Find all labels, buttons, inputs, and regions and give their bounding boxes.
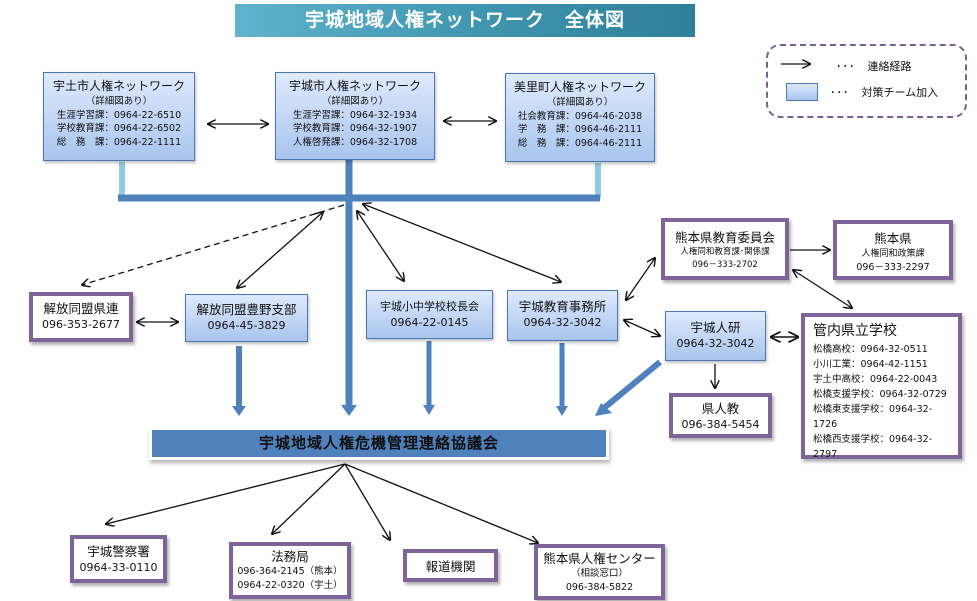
org-box-kenjinkyo[interactable]: 県人教 096-384-5454 (669, 393, 772, 438)
org-name: 管内県立学校 (813, 323, 897, 339)
network-contact: 総 務 課：0964-46-2111 (517, 137, 643, 149)
school-contact: 松橋東支援学校：0964-32- (813, 404, 933, 415)
school-contact: 宇土中高校：0964-22-0043 (813, 374, 938, 385)
arrow-eduoffice-board (626, 258, 655, 300)
arrow-council-legal (272, 463, 346, 534)
network-name: 美里町人権ネットワーク (513, 80, 646, 94)
legend: ･･･ 連絡経路 ･･･ 対策チーム加入 (766, 44, 967, 118)
org-phone: 0964-45-3829 (207, 319, 286, 332)
org-box-kaiho-kenren[interactable]: 解放同盟県連 096-353-2677 (29, 292, 133, 342)
school-contact: 松橋高校：0964-32-0511 (813, 344, 928, 355)
org-box-pref[interactable]: 熊本県 人権同和政策課 096－333-2297 (833, 220, 953, 280)
org-box-pref-board[interactable]: 熊本県教育委員会 人権同和教育課･関係課 096－333-2702 (661, 218, 789, 280)
org-box-pref-schools[interactable]: 管内県立学校 松橋高校：0964-32-0511 小川工業：0964-42-11… (801, 313, 962, 460)
network-box-ujo[interactable]: 宇城市人権ネットワーク （詳細図あり） 生涯学習課：0964-32-1934 学… (275, 72, 435, 160)
network-name: 宇土市人権ネットワーク (52, 79, 185, 93)
legend-dots: ･･･ (836, 60, 856, 73)
org-phone: 0964-32-3042 (676, 337, 755, 350)
network-contact: 社会教育課：0964-46-2038 (517, 110, 643, 122)
org-phone: 0964-22-0145 (390, 316, 469, 329)
legend-box-swatch-icon (786, 83, 818, 101)
arrow-council-center (344, 463, 538, 543)
network-note: （詳細図あり） (321, 96, 389, 107)
org-name: 解放同盟豊野支部 (196, 302, 297, 317)
arrow-hub-toyono (237, 212, 323, 288)
council-bar[interactable]: 宇城地域人権危機管理連絡協議会 (149, 427, 609, 460)
org-phone: 096-364-2145（熊本） (237, 566, 343, 577)
org-name: 法務局 (271, 549, 309, 564)
network-contact: 総 務 課：0964-22-1111 (56, 136, 182, 148)
org-box-legal[interactable]: 法務局 096-364-2145（熊本） 0964-22-0320（宇土） (229, 542, 351, 599)
org-box-police[interactable]: 宇城警察署 0964-33-0110 (70, 535, 167, 583)
org-phone: 0964-33-0110 (79, 561, 158, 574)
legend-arrow-label: 連絡経路 (867, 60, 912, 73)
org-phone: 096－333-2297 (856, 262, 930, 273)
org-name: 熊本県人権センター (543, 551, 656, 566)
org-name: 宇城小中学校校長会 (380, 300, 479, 313)
org-department: 人権同和政策課 (861, 249, 925, 259)
network-note: （詳細図あり） (546, 97, 614, 108)
org-phone: 096-384-5454 (681, 418, 760, 431)
school-contact: 2797 (813, 449, 838, 460)
network-contact: 学校教育課：0964-32-1907 (292, 123, 418, 134)
org-box-edu-office[interactable]: 宇城教育事務所 0964-32-3042 (507, 290, 618, 341)
org-phone: 0964-32-3042 (523, 316, 602, 329)
arrow-hub-principals (357, 211, 404, 281)
org-department: （相談窓口） (570, 568, 628, 579)
network-box-misato[interactable]: 美里町人権ネットワーク （詳細図あり） 社会教育課：0964-46-2038 学… (505, 73, 655, 162)
org-name: 宇城人研 (690, 320, 741, 335)
network-contact: 生涯学習課：0964-32-1934 (292, 109, 418, 121)
org-phone: 096－333-2702 (692, 260, 758, 270)
org-name: 県人教 (701, 401, 740, 416)
blue-arrow-jinken (602, 359, 662, 411)
school-contact: 1726 (813, 419, 838, 430)
arrow-council-police (106, 463, 346, 524)
trunk-arrowhead (341, 405, 357, 416)
legend-box-label: 対策チーム加入 (861, 86, 939, 99)
page-title: 宇城地域人権ネットワーク 全体図 (235, 4, 695, 37)
network-note: （詳細図あり） (85, 96, 153, 107)
org-phone: 0964-22-0320（宇土） (237, 580, 343, 591)
org-name: 宇城教育事務所 (518, 299, 607, 314)
arrow-hub-eduoffice (363, 204, 561, 282)
school-contact: 松橋西支援学校：0964-32- (813, 434, 933, 445)
arrow-dashed-kenren (82, 204, 345, 285)
school-contact: 松橋支援学校：0964-32-0729 (813, 389, 947, 400)
network-contact: 生涯学習課：0964-22-6510 (56, 109, 182, 121)
org-phone: 096-353-2677 (42, 318, 120, 331)
org-box-kaiho-toyono[interactable]: 解放同盟豊野支部 0964-45-3829 (185, 294, 308, 342)
legend-dots: ･･･ (830, 86, 850, 99)
school-contact: 小川工業：0964-42-1151 (813, 359, 928, 370)
network-name: 宇城市人権ネットワーク (288, 79, 421, 93)
org-name: 熊本県 (874, 231, 912, 246)
network-contact: 学校教育課：0964-22-6502 (56, 123, 182, 134)
org-phone: 096-384-5822 (565, 582, 634, 593)
org-box-media[interactable]: 報道機関 (403, 549, 498, 582)
org-box-ujo-jinken[interactable]: 宇城人研 0964-32-3042 (665, 311, 766, 361)
arrow-council-media (344, 463, 390, 540)
org-department: 人権同和教育課･関係課 (680, 247, 770, 257)
org-name: 解放同盟県連 (43, 301, 119, 316)
network-contact: 学 務 課：0964-46-2111 (517, 124, 643, 135)
network-box-uto[interactable]: 宇土市人権ネットワーク （詳細図あり） 生涯学習課：0964-22-6510 学… (43, 72, 195, 161)
network-contact: 人権啓発課：0964-32-1708 (292, 136, 418, 148)
org-box-principals[interactable]: 宇城小中学校校長会 0964-22-0145 (366, 290, 493, 339)
arrow-board-schools (793, 270, 852, 308)
org-name: 宇城警察署 (87, 544, 150, 559)
org-box-rights-center[interactable]: 熊本県人権センター （相談窓口） 096-384-5822 (534, 544, 665, 600)
org-name: 報道機関 (425, 559, 476, 574)
arrow-eduoffice-jinken (624, 320, 660, 336)
org-name: 熊本県教育委員会 (674, 230, 775, 245)
